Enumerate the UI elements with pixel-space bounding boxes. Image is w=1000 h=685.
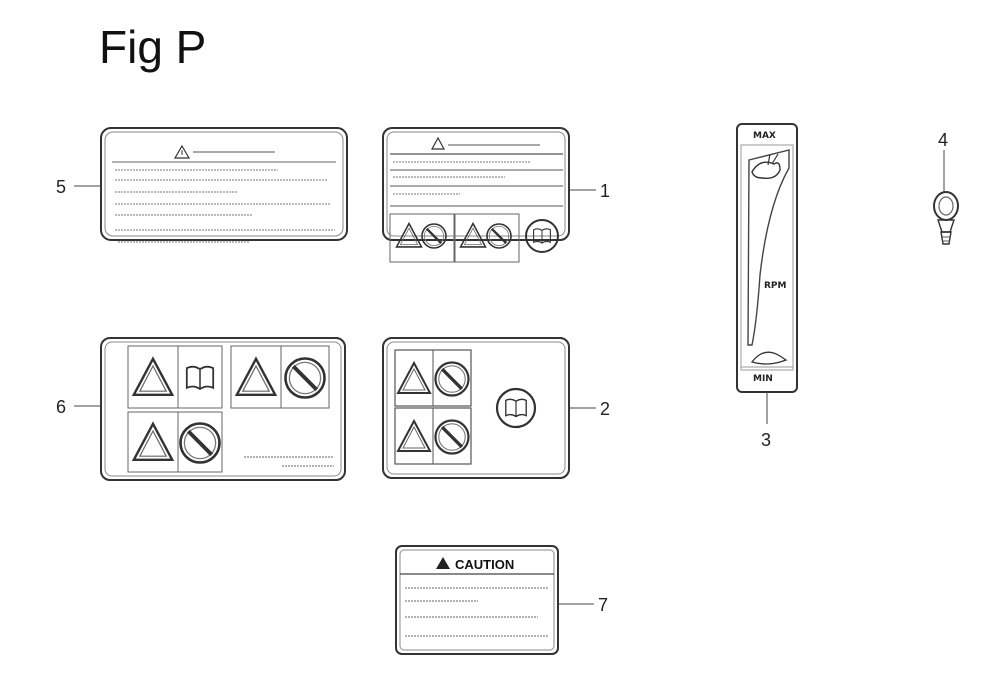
decal-1: [382, 127, 570, 263]
callout-3-label: 3: [761, 430, 771, 450]
warning-triangle-icon: [173, 144, 191, 159]
figure-title: Fig P: [99, 21, 207, 73]
caution-heading: CAUTION: [455, 557, 514, 572]
rpm-label: RPM: [764, 281, 787, 291]
rabbit-icon: [751, 153, 781, 180]
turtle-icon: [750, 351, 788, 365]
callout-2: 2: [569, 399, 610, 419]
callout-7-label: 7: [598, 595, 608, 615]
min-label: MIN: [753, 374, 773, 384]
callout-3: 3: [761, 392, 771, 450]
callout-1-label: 1: [600, 181, 610, 201]
callout-4: 4: [938, 130, 948, 192]
callout-2-label: 2: [600, 399, 610, 419]
callout-1: 1: [569, 181, 610, 201]
callout-5: 5: [56, 177, 101, 197]
decal-5: [100, 127, 348, 243]
callout-4-label: 4: [938, 130, 948, 150]
warning-triangle-icon: [430, 136, 446, 150]
callout-7: 7: [558, 595, 608, 615]
caution-triangle-icon: [436, 557, 450, 569]
decal-6: [100, 337, 346, 481]
callout-6: 6: [56, 397, 101, 417]
max-label: MAX: [753, 131, 776, 141]
decal-3: MAX RPM MIN: [736, 123, 798, 393]
manual-badge-ring: [495, 387, 537, 429]
part-4-fastener: [933, 191, 959, 245]
callout-6-label: 6: [56, 397, 66, 417]
decal-2: [382, 337, 570, 479]
callout-5-label: 5: [56, 177, 66, 197]
manual-badge-ring: [525, 219, 559, 253]
decal-7: CAUTION: [395, 545, 559, 655]
